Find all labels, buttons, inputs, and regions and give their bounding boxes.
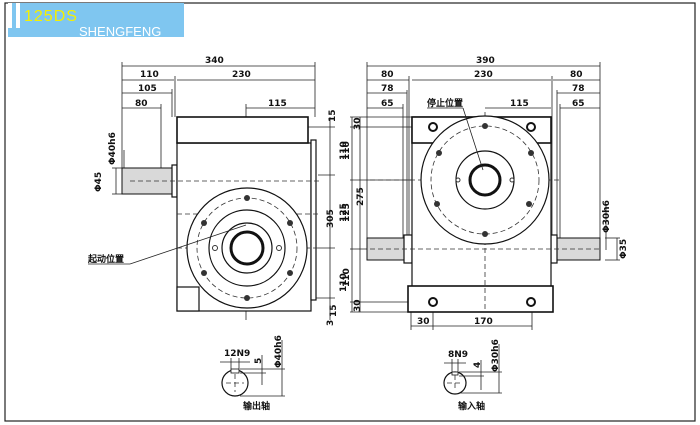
header-banner: 125DS SHENGFENG	[8, 3, 184, 39]
dim-390: 390	[476, 56, 495, 66]
side-view: 390 80 230 80 78 78 65 65 115 30 110 125…	[342, 56, 629, 330]
side-flange	[310, 139, 317, 301]
start-position-leader	[129, 224, 247, 265]
stop-position-label: 停止位置	[427, 97, 463, 109]
header-notch-bar	[12, 3, 16, 28]
dim-110-top: 110	[339, 141, 349, 160]
dim-78-right: 78	[572, 84, 585, 94]
dim-115: 115	[268, 99, 287, 109]
header-bg	[8, 3, 184, 37]
dim-78-left: 78	[381, 84, 394, 94]
side-bore	[468, 163, 502, 197]
brand-name: SHENGFENG	[79, 24, 161, 39]
dim-170: 170	[474, 317, 493, 327]
dim-15-bottom: 15	[329, 304, 339, 317]
dim-phi30h6: Φ30h6	[602, 200, 612, 233]
dim-30-top: 30	[353, 117, 363, 130]
dim-30-base: 30	[417, 317, 430, 327]
side-bolts	[428, 122, 536, 307]
input-shaft-section: 8N9 4 Φ30h6 输入轴	[443, 339, 502, 412]
dim-65-right: 65	[572, 99, 585, 109]
dim-230: 230	[474, 70, 493, 80]
input-diameter: Φ30h6	[491, 339, 501, 372]
input-key-width: 8N9	[448, 350, 468, 360]
model-title: 125DS	[24, 8, 78, 25]
dim-275: 275	[356, 187, 366, 206]
dim-80-left: 80	[381, 70, 394, 80]
dim-230: 230	[232, 70, 251, 80]
dim-65-left: 65	[381, 99, 394, 109]
dim-phi45: Φ45	[94, 172, 104, 192]
dim-80-right: 80	[570, 70, 583, 80]
input-key-depth: 4	[473, 362, 483, 368]
dim-phi40h6: Φ40h6	[108, 132, 118, 165]
dim-110: 110	[140, 70, 159, 80]
output-bore	[229, 230, 265, 266]
dim-80: 80	[135, 99, 148, 109]
dim-105: 105	[138, 84, 157, 94]
output-key-width: 12N9	[224, 349, 250, 359]
output-keyway	[230, 368, 240, 374]
dim-115: 115	[510, 99, 529, 109]
output-diameter: Φ40h6	[274, 335, 284, 368]
input-keyway	[451, 371, 459, 376]
output-shaft-label: 输出轴	[243, 400, 270, 412]
dim-3: 3	[326, 320, 336, 326]
dim-30-bottom: 30	[353, 299, 363, 312]
dim-15-top: 15	[328, 109, 338, 122]
foot	[176, 286, 200, 312]
sheet-border	[4, 2, 696, 422]
dim-phi35: Φ35	[619, 239, 629, 259]
output-key-depth: 5	[254, 358, 264, 364]
output-section-dims	[220, 340, 285, 397]
start-position-label: 起动位置	[87, 253, 124, 265]
input-section-dims	[444, 344, 502, 394]
dim-125: 125	[342, 203, 352, 222]
input-shaft-label: 输入轴	[458, 400, 485, 412]
dim-110-bottom: 110	[342, 268, 352, 287]
dim-305: 305	[326, 209, 336, 228]
stop-position-leader	[462, 107, 484, 171]
dim-110-bottom: 110	[339, 273, 349, 292]
front-view: 340 110 230 105 80 115 15 110 125 305 11…	[87, 56, 349, 326]
output-shaft-section: 12N9 5 Φ40h6 输出轴	[220, 335, 285, 412]
dim-110-top: 110	[342, 141, 352, 160]
dim-340: 340	[205, 56, 224, 66]
flange-bolts	[201, 195, 293, 301]
dim-125: 125	[339, 203, 349, 222]
housing-top	[176, 116, 309, 144]
